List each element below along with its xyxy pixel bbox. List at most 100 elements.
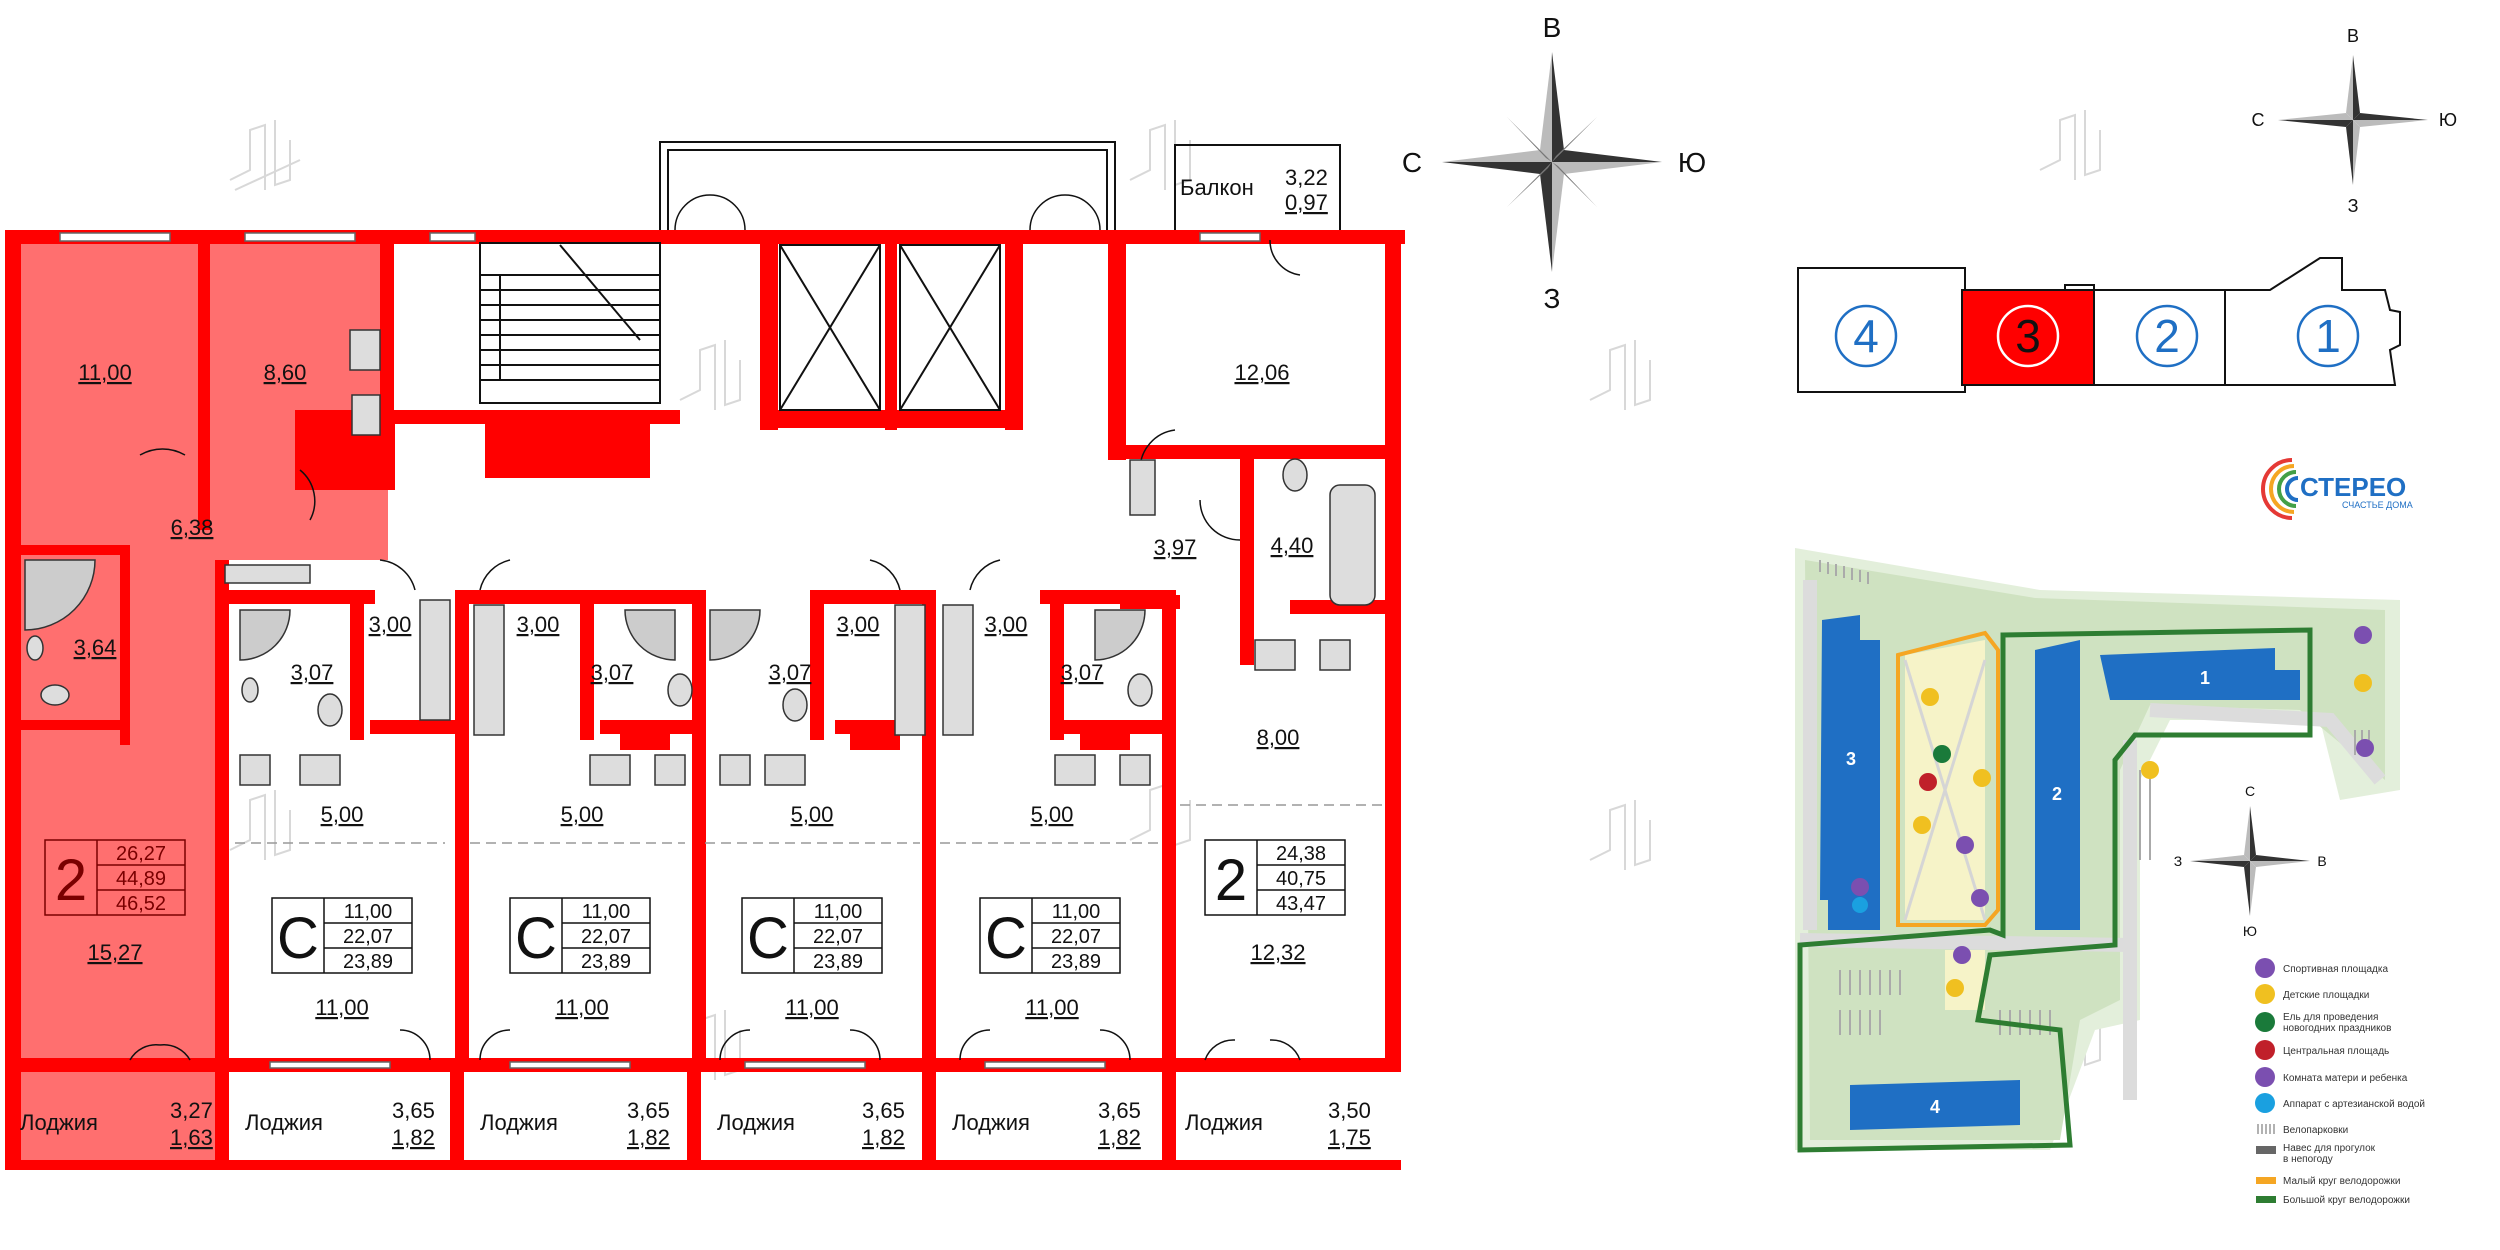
site-map: 3 2 1 4: [1795, 548, 2400, 1153]
room-area-label: 6,38: [171, 515, 214, 540]
compass-label-right: Ю: [1678, 147, 1706, 178]
room-area-label: 11,00: [78, 360, 131, 385]
loggia-title: Лоджия: [480, 1110, 558, 1135]
section-marker[interactable]: [2135, 304, 2199, 368]
apartment-badge[interactable]: С 11,00 22,07 23,89: [271, 897, 413, 974]
room-area-label: 3,07: [591, 660, 634, 685]
loggia-area-a: 3,65: [392, 1098, 435, 1123]
section-marker[interactable]: [2296, 304, 2360, 368]
compass-label-bottom: З: [1544, 283, 1561, 314]
kitchen-zone-lines: [235, 804, 1385, 844]
brand-tagline: СЧАСТЬЕ ДОМА: [2342, 500, 2413, 510]
compass-label-right: В: [2317, 853, 2326, 869]
living-area: 24,38: [1276, 843, 1326, 865]
apartment-badge[interactable]: С 11,00 22,07 23,89: [509, 897, 651, 974]
balcony-area-2: 0,97: [1285, 190, 1328, 215]
total-area-with-loggia: 23,89: [343, 951, 393, 973]
compass-label-top: С: [2245, 783, 2255, 799]
loggia-title: Лоджия: [717, 1110, 795, 1135]
compass-label-bottom: З: [2348, 196, 2359, 216]
room-area-label: 5,00: [561, 802, 604, 827]
legend-icon: [2255, 958, 2275, 978]
total-area-with-loggia: 23,89: [813, 951, 863, 973]
balcony-area-1: 3,22: [1285, 165, 1328, 190]
loggia-title: Лоджия: [952, 1110, 1030, 1135]
loggia-labels: Лоджия 3,27 1,63 Лоджия 3,65 1,82 Лоджия…: [20, 1098, 1371, 1150]
map-building-label: 2: [2052, 784, 2062, 804]
windows: [59, 232, 1261, 1069]
legend-icon: [2257, 1124, 2275, 1134]
loggia-area-b: 1,82: [862, 1125, 905, 1150]
elevators: [779, 244, 1001, 411]
legend-label: Детские площадки: [2283, 990, 2369, 1001]
room-area-label: 4,40: [1271, 533, 1314, 558]
room-area-label: 15,27: [87, 940, 142, 965]
total-area: 44,89: [116, 868, 166, 890]
apartment-type: 2: [55, 848, 87, 913]
room-area-label: 5,00: [1031, 802, 1074, 827]
section-marker[interactable]: [1834, 304, 1898, 368]
living-area: 11,00: [344, 901, 393, 923]
legend-icon: [2255, 1040, 2275, 1060]
brand-name: СТЕРЕО: [2300, 472, 2406, 502]
walls: [5, 230, 1405, 1170]
room-area-label: 3,00: [369, 612, 412, 637]
map-legend: Спортивная площадка Детские площадки Ель…: [2255, 958, 2425, 1206]
brand-logo: СТЕРЕО СЧАСТЬЕ ДОМА: [2261, 458, 2413, 520]
compass-label-left: З: [2174, 853, 2182, 869]
room-area-label: 3,07: [769, 660, 812, 685]
loggia-area-a: 3,50: [1328, 1098, 1371, 1123]
legend-icon: [2256, 1177, 2276, 1184]
compass-label-right: Ю: [2439, 110, 2457, 130]
total-area: 22,07: [1051, 926, 1101, 948]
legend-label: новогодних праздников: [2283, 1023, 2391, 1034]
legend-label: Ель для проведения: [2283, 1012, 2378, 1023]
compass-rose-map: С Ю З В: [2174, 783, 2327, 939]
legend-label: Спортивная площадка: [2283, 964, 2388, 975]
loggia-area-b: 1,82: [627, 1125, 670, 1150]
loggia-area-b: 1,82: [1098, 1125, 1141, 1150]
apartment-badges[interactable]: 2 26,27 44,89 46,52 С 11,00 22,07 23,89: [44, 839, 1346, 974]
floor-plan: 11,00 8,60 6,38 3,64 15,27 12,06 3,97 4,…: [5, 141, 1405, 1170]
fixtures: [24, 329, 1376, 786]
room-area-label: 11,00: [785, 995, 838, 1020]
map-pins: [1851, 626, 2374, 997]
loggia-area-a: 3,27: [170, 1098, 213, 1123]
section-marker[interactable]: [1996, 304, 2060, 368]
map-buildings: [1820, 615, 2300, 1130]
total-area: 22,07: [813, 926, 863, 948]
compass-rose-large: В З С Ю: [1402, 12, 1706, 314]
balcony-title: Балкон: [1180, 175, 1254, 200]
legend-icon: [2256, 1196, 2276, 1203]
apartment-badge[interactable]: С 11,00 22,07 23,89: [979, 897, 1121, 974]
map-building-label: 3: [1846, 749, 1856, 769]
room-area-label: 3,00: [517, 612, 560, 637]
legend-label: Велопарковки: [2283, 1125, 2348, 1136]
loggia-area-a: 3,65: [862, 1098, 905, 1123]
map-building-label: 1: [2200, 668, 2210, 688]
room-area-label: 12,32: [1250, 940, 1305, 965]
legend-label: Комната матери и ребенка: [2283, 1072, 2408, 1084]
room-area-label: 5,00: [791, 802, 834, 827]
section-key[interactable]: 4 3 2 1: [1797, 257, 2401, 393]
big-bike-loop: [1797, 627, 2313, 1153]
room-area-label: 11,00: [315, 995, 368, 1020]
loggia-title: Лоджия: [1185, 1110, 1263, 1135]
room-area-label: 3,64: [74, 635, 117, 660]
compass-label-left: С: [1402, 147, 1422, 178]
apartment-badge[interactable]: 2 24,38 40,75 43,47: [1204, 839, 1346, 916]
legend-label: Навес для прогулок: [2283, 1143, 2376, 1154]
apartment-badge[interactable]: 2 26,27 44,89 46,52: [44, 839, 186, 916]
living-area: 26,27: [116, 843, 166, 865]
total-area: 22,07: [343, 926, 393, 948]
legend-icon: [2255, 1012, 2275, 1032]
staircase: [479, 242, 661, 404]
legend-label: Малый круг велодорожки: [2283, 1176, 2400, 1187]
loggia-area-b: 1,75: [1328, 1125, 1371, 1150]
legend-icon: [2256, 1146, 2276, 1154]
legend-icon: [2255, 1093, 2275, 1113]
apartment-badge[interactable]: С 11,00 22,07 23,89: [741, 897, 883, 974]
loggia-title: Лоджия: [245, 1110, 323, 1135]
total-area-with-loggia: 43,47: [1276, 893, 1326, 915]
doors: [129, 194, 1301, 1061]
